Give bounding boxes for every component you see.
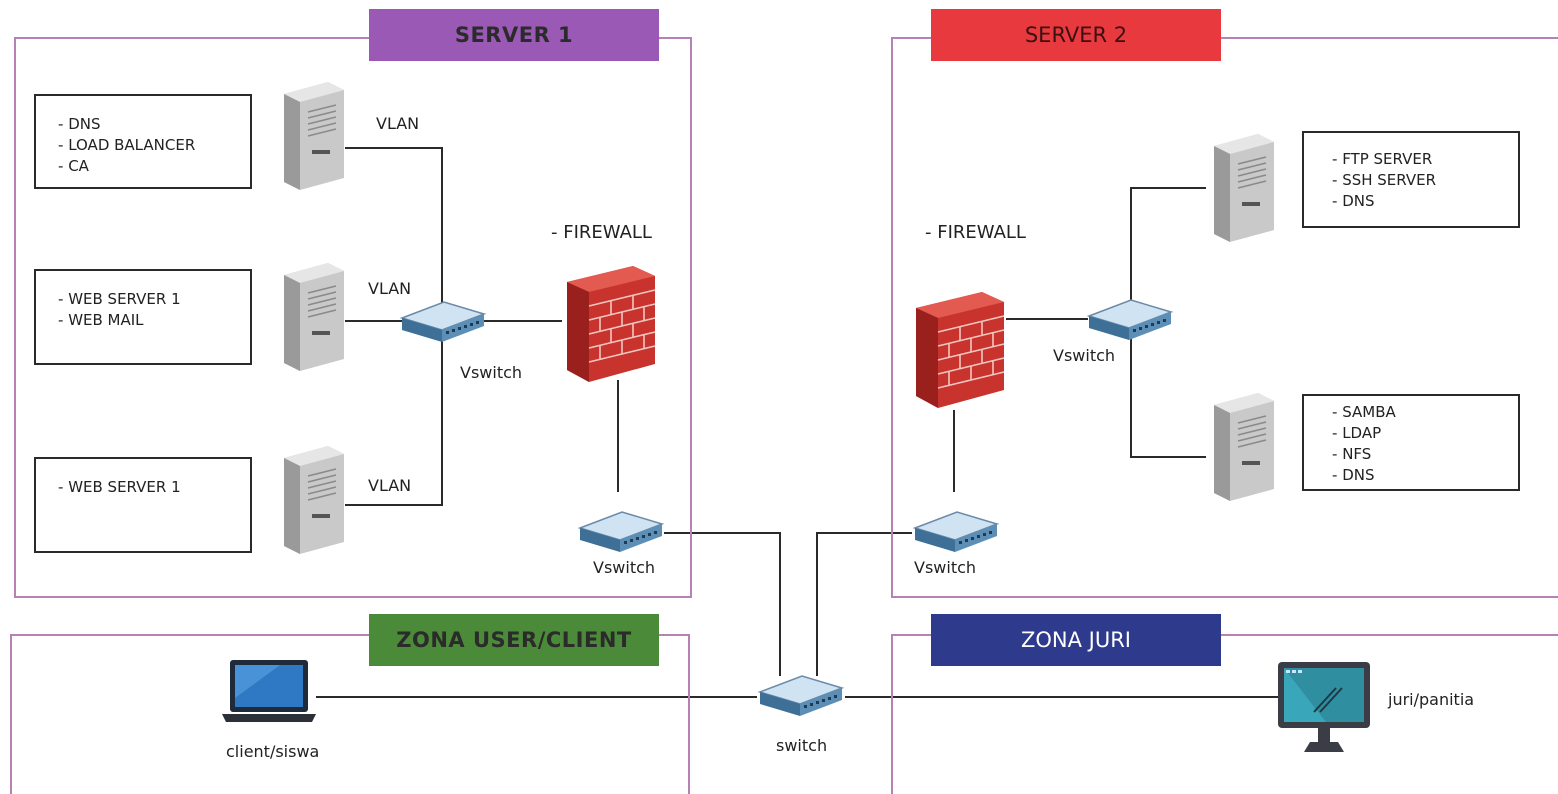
header-zona-user-client: ZONA USER/CLIENT — [369, 614, 659, 666]
service-item: WEB SERVER 1 — [58, 289, 250, 310]
vswitch-label: Vswitch — [1053, 346, 1116, 365]
service-box-web-mail: WEB SERVER 1 WEB MAIL — [34, 269, 252, 365]
network-switch-icon — [757, 675, 845, 716]
service-item: DNS — [1332, 465, 1518, 486]
zone-server1 — [14, 37, 692, 598]
vlan-label: VLAN — [368, 279, 412, 298]
firewall-brick-icon — [567, 266, 656, 382]
service-item: WEB SERVER 1 — [58, 477, 250, 498]
vlan-label: VLAN — [376, 114, 420, 133]
server-tower-icon — [1214, 134, 1274, 242]
vswitch-label: Vswitch — [914, 558, 977, 577]
server-tower-icon — [1214, 393, 1274, 501]
network-switch-icon — [1086, 299, 1174, 340]
network-switch-icon — [912, 511, 1000, 552]
network-switch-icon — [577, 511, 665, 552]
juri-device-label: juri/panitia — [1388, 690, 1475, 709]
service-item: LDAP — [1332, 423, 1518, 444]
link-core-vswitch2 — [816, 532, 912, 676]
server-tower-icon — [284, 263, 344, 371]
service-item: DNS — [1332, 191, 1518, 212]
client-device-label: client/siswa — [226, 742, 320, 761]
link-vswitch1-core — [664, 532, 781, 676]
header-zona-juri: ZONA JURI — [931, 614, 1221, 666]
firewall-brick-icon — [916, 292, 1005, 408]
service-box-web-server: WEB SERVER 1 — [34, 457, 252, 553]
firewall-label: - FIREWALL — [925, 222, 1026, 243]
service-box-ftp-ssh-dns: FTP SERVER SSH SERVER DNS — [1302, 131, 1520, 228]
server-tower-icon — [284, 82, 344, 190]
monitor-icon — [1278, 662, 1370, 752]
firewall-label: - FIREWALL — [551, 222, 652, 243]
zone-juri — [891, 634, 1558, 794]
zone-user-client — [10, 634, 690, 794]
vswitch-label: Vswitch — [593, 558, 656, 577]
vlan-label: VLAN — [368, 476, 412, 495]
service-box-dns-lb-ca: DNS LOAD BALANCER CA — [34, 94, 252, 189]
service-item: NFS — [1332, 444, 1518, 465]
service-item: SSH SERVER — [1332, 170, 1518, 191]
service-item: CA — [58, 156, 250, 177]
service-item: LOAD BALANCER — [58, 135, 250, 156]
header-server1: SERVER 1 — [369, 9, 659, 61]
header-server2: SERVER 2 — [931, 9, 1221, 61]
service-item: SAMBA — [1332, 402, 1518, 423]
service-item: DNS — [58, 114, 250, 135]
service-box-samba-ldap-nfs-dns: SAMBA LDAP NFS DNS — [1302, 394, 1520, 491]
server-tower-icon — [284, 446, 344, 554]
network-switch-icon — [399, 301, 487, 342]
laptop-icon — [222, 660, 316, 722]
switch-label: switch — [776, 736, 828, 755]
vswitch-label: Vswitch — [460, 363, 523, 382]
zone-server2 — [891, 37, 1558, 598]
service-item: FTP SERVER — [1332, 149, 1518, 170]
service-item: WEB MAIL — [58, 310, 250, 331]
